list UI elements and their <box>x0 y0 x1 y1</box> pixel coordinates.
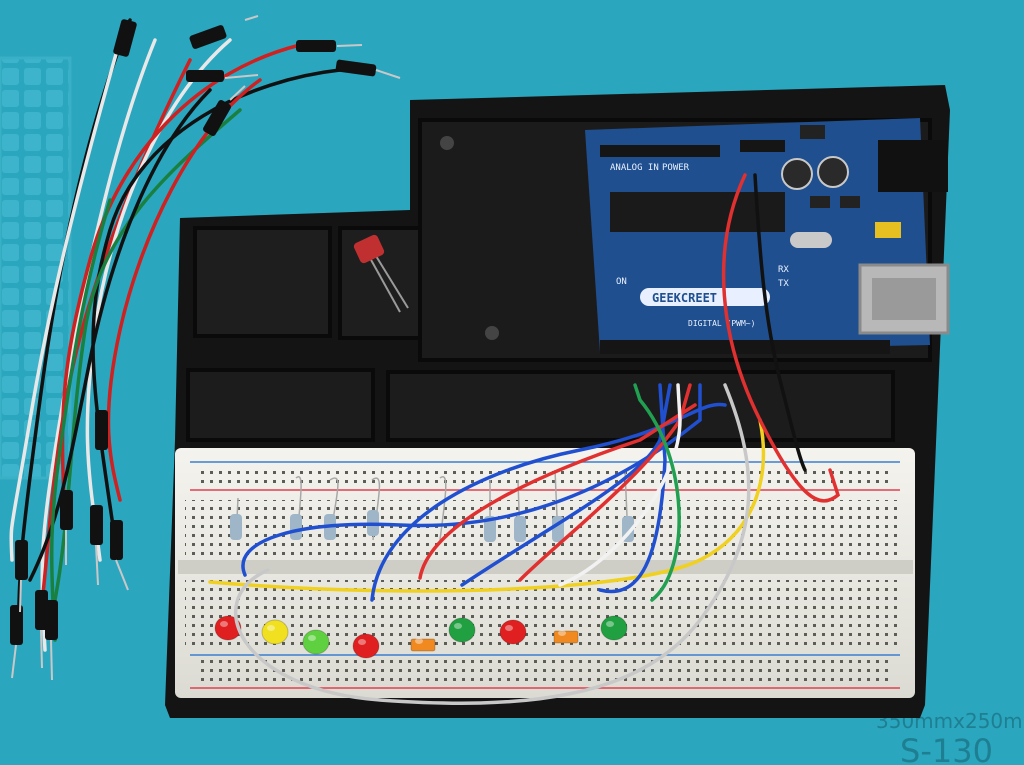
led <box>214 615 242 641</box>
wire-yellow <box>208 418 766 593</box>
breadboard <box>175 448 915 698</box>
resistors <box>230 469 634 542</box>
wire-red-power <box>721 173 841 503</box>
led <box>448 617 476 643</box>
wire-white <box>558 383 682 587</box>
led <box>261 619 289 645</box>
capacitor <box>817 156 849 188</box>
spare-red-led <box>353 234 409 313</box>
jumper-pin-housings <box>10 19 377 645</box>
led-row <box>214 615 628 659</box>
holder-compartment-left <box>193 226 332 338</box>
digital-header <box>600 340 890 354</box>
mat-grid-area <box>0 58 70 478</box>
board-brand-label: GEEKCREET <box>652 291 717 305</box>
holder-compartment-middle <box>338 226 427 340</box>
board-tx-label: TX <box>778 279 789 289</box>
wire-green <box>633 383 681 602</box>
wire-blue-3 <box>460 383 672 587</box>
led <box>600 615 628 641</box>
board-digital-label: DIGITAL (PWM~) <box>688 319 755 328</box>
wire-red-1 <box>418 403 697 580</box>
board-on-label: ON <box>616 277 627 287</box>
breadboard-wires <box>208 173 841 705</box>
led <box>410 638 436 652</box>
mat-model-text: S-130 <box>900 732 993 765</box>
dc-power-jack <box>878 140 948 192</box>
led <box>352 633 380 659</box>
led <box>302 629 330 655</box>
led <box>499 619 527 645</box>
holder-compartment-bottom-right <box>386 370 895 442</box>
holder-compartment-bottom-left <box>186 368 375 442</box>
board-rx-label: RX <box>778 265 789 275</box>
led <box>553 630 579 644</box>
wire-black-ground <box>753 173 807 472</box>
power-header <box>600 145 720 157</box>
wire-red-2 <box>518 383 692 582</box>
wire-gray <box>233 383 751 705</box>
board-analog-label: ANALOG IN <box>610 163 659 173</box>
capacitor <box>781 158 813 190</box>
board-power-label: POWER <box>662 163 690 173</box>
loose-jumper-wires <box>9 18 342 652</box>
wire-blue-long <box>241 383 702 577</box>
wire-blue-2 <box>370 402 727 602</box>
